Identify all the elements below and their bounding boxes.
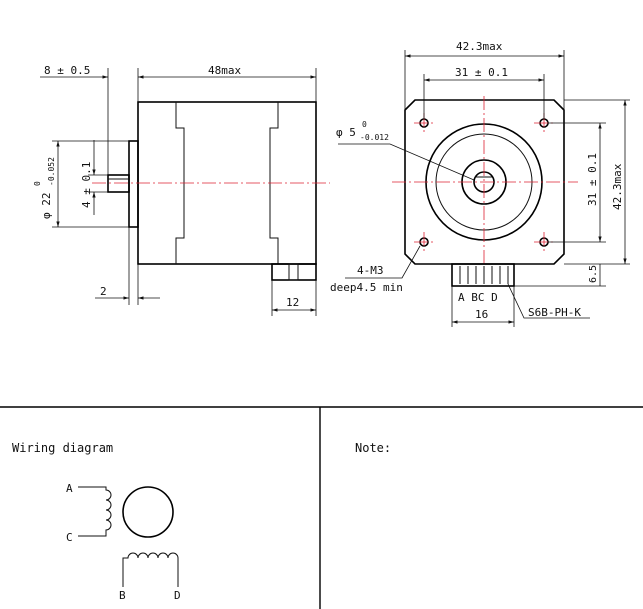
connector-width-label: 12 — [286, 296, 299, 309]
front-connector — [451, 263, 515, 287]
hole-spacing-v-label: 31 ± 0.1 — [586, 153, 599, 206]
shaft-diameter-leader — [338, 143, 475, 181]
connector-width-front-label: 16 — [475, 308, 488, 321]
svg-text:0: 0 — [33, 181, 42, 186]
connector-pins — [459, 266, 509, 284]
svg-text:0: 0 — [362, 120, 367, 129]
side-view: 8 ± 0.5 48max φ 22 0 -0.052 4 ± 0.1 2 12 — [33, 64, 330, 316]
wire-label-b: B — [119, 589, 126, 602]
wire-label-c: C — [66, 531, 73, 544]
hole-spacing-h-label: 31 ± 0.1 — [455, 66, 508, 79]
svg-text:φ 22: φ 22 — [40, 193, 53, 220]
connector-part-label: S6B-PH-K — [528, 306, 581, 319]
overall-height-label: 42.3max — [611, 163, 624, 210]
note-panel: Note: — [355, 441, 391, 455]
body-length-label: 48max — [208, 64, 241, 77]
overall-width-label: 42.3max — [456, 40, 503, 53]
note-title: Note: — [355, 441, 391, 455]
shaft-flat-label: 4 ± 0.1 — [80, 162, 93, 208]
mount-hole-label-1: 4-M3 — [357, 264, 384, 277]
connector-pin-labels: A BC D — [458, 291, 498, 304]
connector-offset-label: 6.5 — [588, 265, 599, 283]
coil-bd — [122, 552, 179, 587]
front-body-outline — [404, 99, 565, 265]
mount-holes — [419, 118, 549, 247]
pilot-boss — [128, 140, 139, 228]
svg-text:-0.012: -0.012 — [360, 133, 389, 142]
side-connector — [271, 263, 317, 281]
rotor-circle — [122, 486, 174, 538]
flange-thickness-label: 2 — [100, 285, 107, 298]
shaft-diameter-label: φ 5 0 -0.012 — [336, 120, 389, 142]
front-view: A BC D 42.3max 31 ± 0.1 31 ± 0.1 42.3max… — [330, 40, 630, 327]
wire-label-d: D — [174, 589, 181, 602]
wiring-diagram: Wiring diagram A C B D — [12, 441, 181, 602]
wiring-title: Wiring diagram — [12, 441, 113, 455]
bottom-panels — [0, 406, 643, 609]
svg-text:-0.052: -0.052 — [47, 157, 56, 186]
svg-text:φ 5: φ 5 — [336, 126, 356, 139]
mount-hole-label-2: deep4.5 min — [330, 281, 403, 294]
pilot-diameter-label: φ 22 0 -0.052 — [33, 157, 56, 219]
mount-hole-leader — [345, 245, 421, 279]
coil-ac — [78, 486, 112, 537]
connector-part-leader — [507, 283, 590, 319]
flange-width-label: 8 ± 0.5 — [44, 64, 90, 77]
side-connector-inner — [288, 263, 299, 281]
wire-label-a: A — [66, 482, 73, 495]
shaft — [107, 174, 130, 193]
